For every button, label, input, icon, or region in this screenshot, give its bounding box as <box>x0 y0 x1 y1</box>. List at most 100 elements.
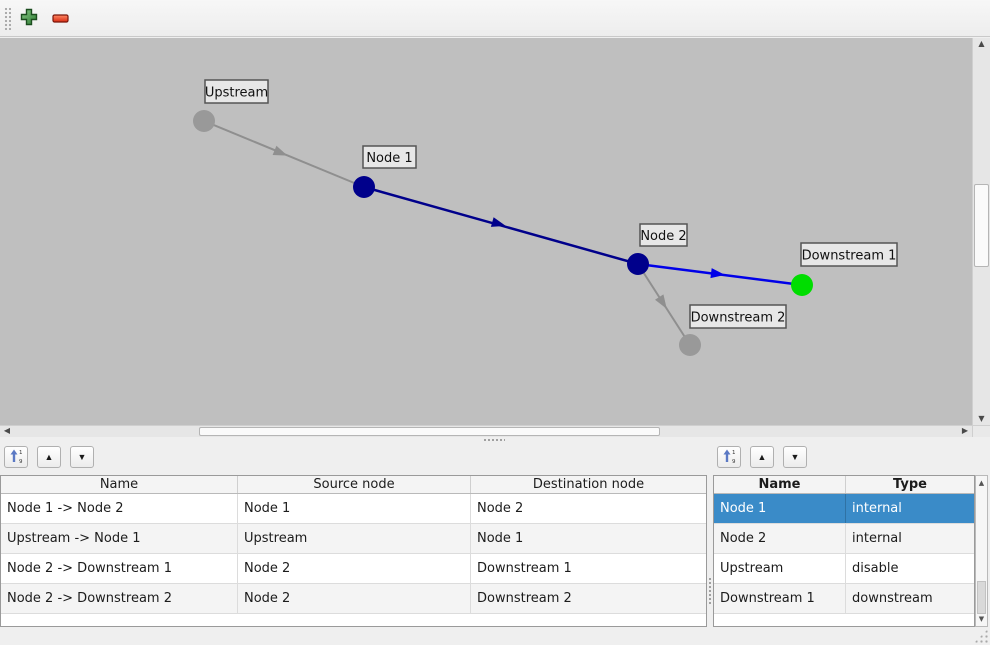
node-label-upstream[interactable]: Upstream <box>204 79 269 104</box>
table-row[interactable]: Downstream 1 downstream <box>714 584 974 614</box>
triangle-down-icon: ▼ <box>77 452 87 462</box>
remove-button[interactable] <box>48 6 73 31</box>
edge-node-1-node-2[interactable] <box>363 185 639 266</box>
edge-destination-cell: Downstream 1 <box>477 561 572 576</box>
edge-source-cell: Upstream <box>238 524 471 553</box>
node-name-cell: Node 1 <box>714 494 846 523</box>
graph-canvas[interactable]: Upstream Node 1 Node 2 Downstream 1 Down… <box>0 38 990 437</box>
splitter-grip-icon <box>708 577 712 605</box>
nodes-table-scroll-thumb[interactable] <box>977 581 986 614</box>
edge-name-cell: Node 2 -> Downstream 1 <box>1 554 238 583</box>
node-upstream[interactable] <box>193 110 215 132</box>
edges-sort-button[interactable]: 1 9 <box>4 446 28 468</box>
edge-name-cell: Upstream -> Node 1 <box>1 524 238 553</box>
triangle-up-icon: ▲ <box>757 452 767 462</box>
svg-text:Upstream: Upstream <box>205 86 268 101</box>
table-row[interactable]: Upstream -> Node 1 Upstream Node 1 <box>1 524 706 554</box>
edge-source-cell: Node 2 <box>238 584 471 613</box>
node-type-cell: disable <box>852 561 899 576</box>
canvas-horizontal-scrollbar[interactable]: ◀ ▶ <box>0 425 972 437</box>
column-header-type[interactable]: Type <box>893 477 927 492</box>
plus-icon <box>20 8 38 29</box>
column-header-destination-node[interactable]: Destination node <box>532 477 645 492</box>
nodes-move-up-button[interactable]: ▲ <box>750 446 774 468</box>
toolbar-drag-handle[interactable] <box>4 7 11 30</box>
svg-text:1: 1 <box>732 450 736 456</box>
node-downstream-2[interactable] <box>679 334 701 356</box>
edge-destination-cell: Node 2 <box>477 501 524 516</box>
edge-node-2-downstream-2[interactable] <box>637 263 691 346</box>
panel-splitter[interactable] <box>0 437 990 444</box>
edges-table-header: Name Source node Destination node <box>1 476 706 494</box>
node-name-cell: Upstream <box>714 554 846 583</box>
edge-name-cell: Node 1 -> Node 2 <box>1 494 238 523</box>
node-label-downstream-2[interactable]: Downstream 2 <box>689 304 787 329</box>
node-label-downstream-1[interactable]: Downstream 1 <box>800 242 898 267</box>
table-row[interactable]: Upstream disable <box>714 554 974 584</box>
node-node-2[interactable] <box>627 253 649 275</box>
edges-toolbar: 1 9 ▲ ▼ <box>4 446 94 468</box>
scrollbar-corner <box>972 425 990 437</box>
scroll-down-icon[interactable]: ▼ <box>978 615 985 623</box>
minus-icon <box>52 11 69 26</box>
nodes-toolbar: 1 9 ▲ ▼ <box>717 446 807 468</box>
scroll-left-icon[interactable]: ◀ <box>3 426 11 435</box>
triangle-up-icon: ▲ <box>44 452 54 462</box>
table-row[interactable]: Node 2 -> Downstream 1 Node 2 Downstream… <box>1 554 706 584</box>
sort-ascending-icon: 1 9 <box>9 449 23 466</box>
table-row-selected[interactable]: Node 1 internal <box>714 494 974 524</box>
scroll-up-icon[interactable]: ▲ <box>978 479 985 487</box>
table-row[interactable]: Node 2 internal <box>714 524 974 554</box>
column-header-name[interactable]: Name <box>714 476 846 493</box>
table-row[interactable]: Node 1 -> Node 2 Node 1 Node 2 <box>1 494 706 524</box>
scroll-right-icon[interactable]: ▶ <box>961 426 969 435</box>
edge-destination-cell: Node 1 <box>477 531 524 546</box>
tables-splitter[interactable] <box>707 475 713 627</box>
triangle-down-icon: ▼ <box>790 452 800 462</box>
svg-text:Downstream 2: Downstream 2 <box>691 311 786 326</box>
canvas-hscroll-thumb[interactable] <box>199 427 660 436</box>
edges-table: Name Source node Destination node Node 1… <box>0 475 707 627</box>
column-header-source-node[interactable]: Source node <box>238 476 471 493</box>
nodes-move-down-button[interactable]: ▼ <box>783 446 807 468</box>
svg-text:9: 9 <box>19 459 23 464</box>
svg-text:9: 9 <box>732 459 736 464</box>
empty-row <box>1 614 706 626</box>
add-button[interactable] <box>16 6 41 31</box>
svg-text:Node 2: Node 2 <box>640 229 686 244</box>
edge-node-2-downstream-1[interactable] <box>637 262 803 287</box>
svg-text:Downstream 1: Downstream 1 <box>802 249 897 264</box>
nodes-table: Name Type Node 1 internal Node 2 interna… <box>713 475 975 627</box>
column-header-name[interactable]: Name <box>1 476 238 493</box>
bottom-panel: 1 9 ▲ ▼ 1 9 ▲ ▼ <box>0 444 990 645</box>
node-downstream-1[interactable] <box>791 274 813 296</box>
scroll-up-icon[interactable]: ▲ <box>978 39 985 48</box>
node-type-cell: internal <box>852 501 902 516</box>
empty-row <box>714 614 974 626</box>
main-toolbar <box>0 0 990 37</box>
scroll-down-icon[interactable]: ▼ <box>978 414 985 423</box>
edge-upstream-node-1[interactable] <box>203 120 365 188</box>
sort-ascending-icon: 1 9 <box>722 449 736 466</box>
node-label-node-1[interactable]: Node 1 <box>362 145 417 169</box>
node-type-cell: internal <box>852 531 902 546</box>
nodes-sort-button[interactable]: 1 9 <box>717 446 741 468</box>
edge-name-cell: Node 2 -> Downstream 2 <box>1 584 238 613</box>
canvas-vertical-scrollbar[interactable]: ▲ ▼ <box>972 38 990 425</box>
edge-source-cell: Node 1 <box>238 494 471 523</box>
canvas-vscroll-thumb[interactable] <box>974 184 989 267</box>
nodes-table-scrollbar[interactable]: ▲ ▼ <box>975 475 988 627</box>
edges-move-down-button[interactable]: ▼ <box>70 446 94 468</box>
node-name-cell: Node 2 <box>714 524 846 553</box>
edge-destination-cell: Downstream 2 <box>477 591 572 606</box>
splitter-grip-icon <box>483 438 505 442</box>
svg-text:Node 1: Node 1 <box>366 151 412 166</box>
svg-text:1: 1 <box>19 450 23 456</box>
node-node-1[interactable] <box>353 176 375 198</box>
edge-source-cell: Node 2 <box>238 554 471 583</box>
edges-move-up-button[interactable]: ▲ <box>37 446 61 468</box>
node-label-node-2[interactable]: Node 2 <box>639 223 688 247</box>
node-name-cell: Downstream 1 <box>714 584 846 613</box>
table-row[interactable]: Node 2 -> Downstream 2 Node 2 Downstream… <box>1 584 706 614</box>
